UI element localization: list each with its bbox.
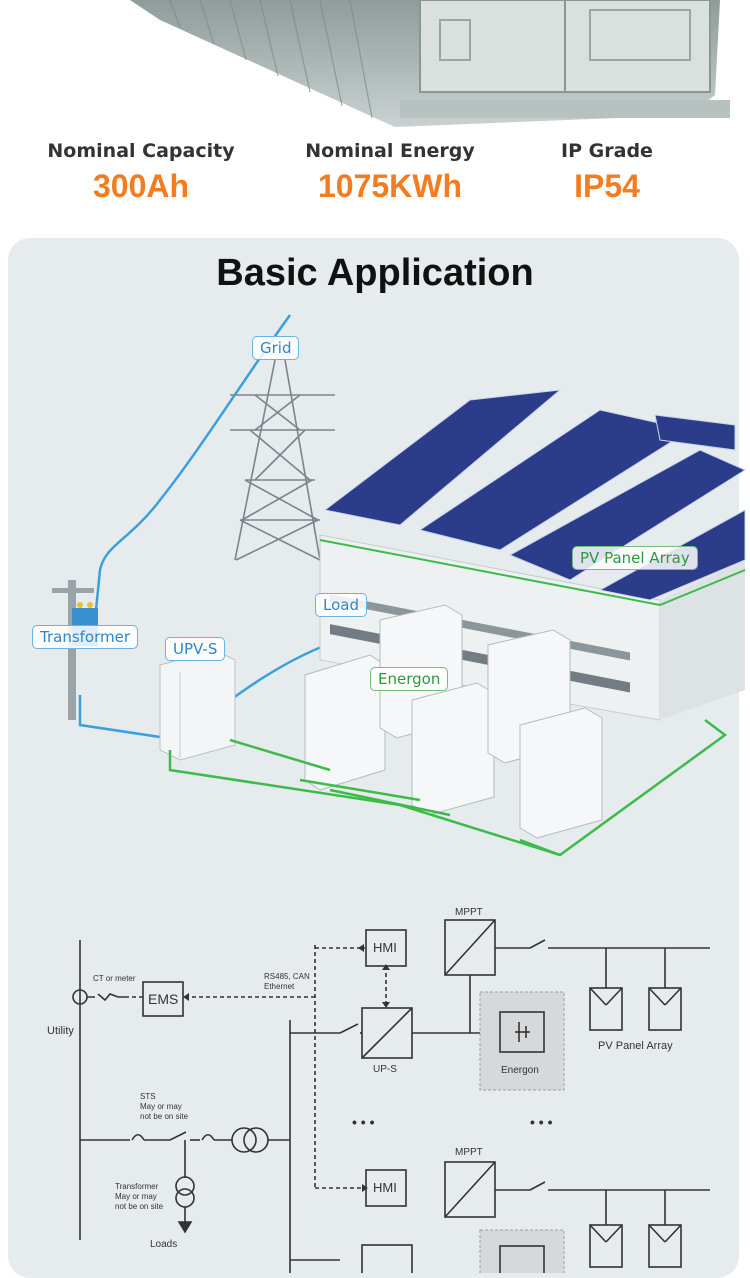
sts-note: May or may xyxy=(140,1102,182,1111)
transformer-note: May or may xyxy=(115,1192,157,1201)
hmi-label: HMI xyxy=(373,1180,397,1195)
mppt-label: MPPT xyxy=(455,1147,483,1158)
ellipsis: • • • xyxy=(530,1114,553,1130)
energon-label: Energon xyxy=(501,1065,539,1076)
container-illustration xyxy=(130,0,730,127)
spec-value: 300Ah xyxy=(92,168,190,204)
spec-value: 1075KWh xyxy=(317,168,463,204)
spec-nominal-capacity: Nominal Capacity 300Ah xyxy=(16,135,266,205)
ups-label: UP-S xyxy=(373,1064,397,1075)
sts-label: STS xyxy=(140,1092,156,1101)
single-line-schematic: Utility CT or meter EMS RS485, CAN Ether… xyxy=(0,900,750,1278)
spec-nominal-energy: Nominal Energy 1075KWh xyxy=(265,135,515,205)
pv-array-label: PV Panel Array xyxy=(572,546,698,570)
spec-label: Nominal Capacity xyxy=(47,140,235,162)
utility-label: Utility xyxy=(47,1025,74,1037)
ct-meter-label: CT or meter xyxy=(93,974,136,983)
spec-label: Nominal Energy xyxy=(305,140,475,162)
utility-pole-icon xyxy=(52,580,98,720)
loads-label: Loads xyxy=(150,1239,178,1250)
ems-label: EMS xyxy=(148,991,179,1007)
transformer-label: Transformer xyxy=(32,625,139,649)
transformer-note: Transformer xyxy=(115,1182,159,1191)
energon-label: Energon xyxy=(370,667,449,691)
container-photo xyxy=(0,0,750,130)
spec-value: IP54 xyxy=(574,168,640,204)
ellipsis: • • • xyxy=(352,1114,375,1130)
ethernet-label: Ethernet xyxy=(264,982,295,991)
rs485-label: RS485, CAN xyxy=(264,972,310,981)
power-tower-icon xyxy=(230,359,335,561)
upvs-cabinet-icon xyxy=(159,649,236,761)
pv-array-label: PV Panel Array xyxy=(598,1040,673,1052)
sts-note: not be on site xyxy=(140,1112,189,1121)
scene-illustration xyxy=(52,314,747,857)
mppt-label: MPPT xyxy=(455,907,483,918)
section-title: Basic Application xyxy=(216,252,534,294)
load-label: Load xyxy=(315,593,367,617)
application-scene: Grid Transformer UPV-S Load Energon PV P… xyxy=(0,300,750,880)
spec-label: IP Grade xyxy=(561,140,653,162)
grid-label: Grid xyxy=(252,336,300,360)
schematic-drawing xyxy=(72,919,710,1278)
upvs-label: UPV-S xyxy=(165,637,226,661)
spec-ip-grade: IP Grade IP54 xyxy=(482,135,732,205)
hmi-label: HMI xyxy=(373,940,397,955)
transformer-note: not be on site xyxy=(115,1202,164,1211)
